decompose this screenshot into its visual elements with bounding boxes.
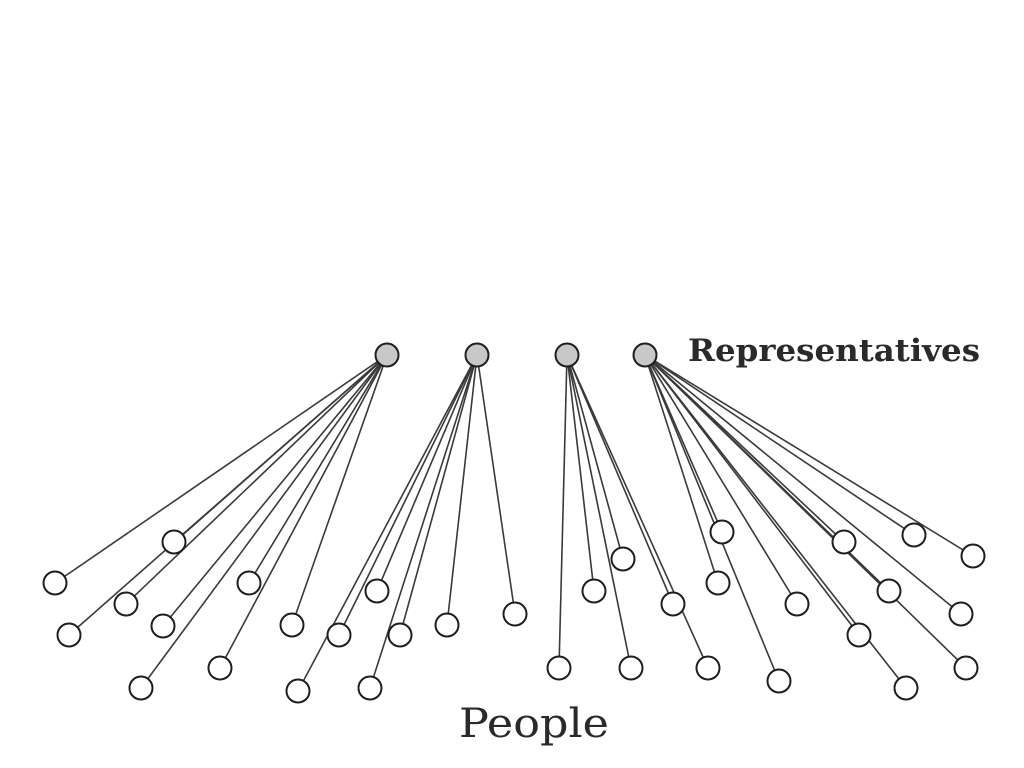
connection-line — [566, 354, 595, 592]
person-node — [364, 578, 390, 604]
person-node — [960, 543, 986, 569]
connection-line — [219, 354, 388, 669]
connection-line — [248, 354, 388, 584]
person-node — [387, 622, 413, 648]
person-node — [581, 578, 607, 604]
connection-line — [173, 354, 388, 543]
person-node — [357, 675, 383, 701]
person-node — [846, 622, 872, 648]
connection-line — [162, 354, 388, 627]
connection-line — [54, 354, 388, 584]
connection-line — [644, 354, 974, 557]
person-node — [705, 570, 731, 596]
person-node — [502, 601, 528, 627]
person-node — [207, 655, 233, 681]
person-node — [150, 613, 176, 639]
person-node — [953, 655, 979, 681]
person-node — [784, 591, 810, 617]
connection-line — [297, 354, 478, 692]
connection-line — [644, 354, 780, 682]
connection-line — [376, 354, 478, 592]
person-node — [113, 591, 139, 617]
representative-node — [554, 342, 580, 368]
person-node — [279, 612, 305, 638]
person-node — [876, 578, 902, 604]
connection-line — [125, 354, 388, 605]
people-label: People — [459, 701, 609, 747]
connection-line — [566, 354, 674, 605]
person-node — [610, 546, 636, 572]
person-node — [326, 622, 352, 648]
person-node — [831, 529, 857, 555]
person-node — [546, 655, 572, 681]
person-node — [434, 612, 460, 638]
connection-line — [644, 354, 798, 605]
person-node — [42, 570, 68, 596]
connection-line — [369, 354, 478, 689]
connection-line — [566, 354, 709, 669]
connection-line — [558, 354, 568, 669]
connection-line — [644, 354, 915, 536]
connection-line — [476, 354, 516, 615]
person-node — [901, 522, 927, 548]
connection-line — [644, 354, 719, 584]
connection-line — [566, 354, 632, 669]
person-node — [236, 570, 262, 596]
person-node — [285, 678, 311, 704]
connection-line — [338, 354, 478, 636]
connection-line — [399, 354, 478, 636]
connection-line — [291, 354, 388, 626]
person-node — [893, 675, 919, 701]
people-nodes — [42, 519, 986, 704]
representative-node — [632, 342, 658, 368]
person-node — [128, 675, 154, 701]
person-node — [660, 591, 686, 617]
connection-lines — [54, 354, 974, 692]
representatives-label: Representatives — [688, 333, 980, 369]
representative-nodes — [374, 342, 658, 368]
person-node — [948, 601, 974, 627]
representative-node — [374, 342, 400, 368]
person-node — [56, 622, 82, 648]
connection-line — [446, 354, 478, 626]
person-node — [709, 519, 735, 545]
connection-line — [566, 354, 624, 560]
person-node — [618, 655, 644, 681]
connection-line — [140, 354, 388, 689]
person-node — [766, 668, 792, 694]
representative-node — [464, 342, 490, 368]
person-node — [161, 529, 187, 555]
connection-line — [644, 354, 967, 669]
connection-line — [644, 354, 962, 615]
person-node — [695, 655, 721, 681]
